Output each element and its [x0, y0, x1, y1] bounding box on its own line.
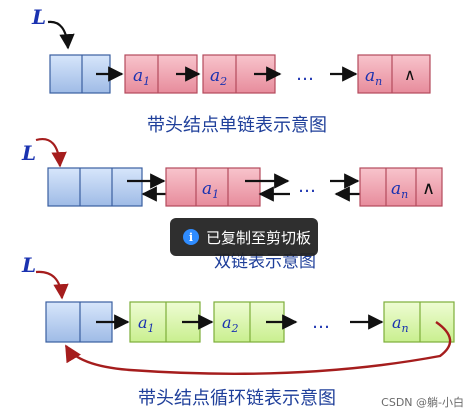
- node-label: a2: [222, 313, 239, 335]
- node-label: an: [391, 179, 408, 201]
- loop-back-arrow: [64, 321, 452, 375]
- node-label: a1: [133, 66, 150, 88]
- node-label: an: [392, 313, 409, 335]
- single-list: L a1 a2 … an ∧: [31, 5, 431, 94]
- node-an: an: [383, 301, 455, 343]
- head-node: [47, 167, 143, 207]
- circular-list: L a1 a2 … an: [21, 253, 455, 375]
- copied-toast: i 已复制至剪切板: [170, 218, 318, 256]
- ellipsis: …: [296, 64, 314, 85]
- node-a2: a2: [202, 54, 276, 94]
- node-label: a1: [138, 313, 155, 335]
- node-a1: a1: [129, 301, 201, 343]
- circular-list-caption: 带头结点循环链表示意图: [138, 388, 336, 409]
- double-list-caption: 双链表示意图: [214, 252, 316, 272]
- ellipsis: …: [312, 312, 330, 333]
- head-pointer-label: L: [21, 141, 36, 165]
- toast-message: 已复制至剪切板: [206, 228, 312, 247]
- node-label: a2: [210, 66, 227, 88]
- node-label: a1: [202, 179, 219, 201]
- node-an: an ∧: [359, 167, 443, 207]
- double-list: L a1 … an ∧: [21, 137, 443, 207]
- head-pointer-label: L: [31, 5, 46, 29]
- watermark: CSDN @躺-小白: [381, 396, 464, 409]
- info-icon: i: [183, 229, 199, 245]
- ellipsis: …: [298, 176, 316, 197]
- null-symbol: ∧: [422, 178, 435, 199]
- head-pointer-arrow: [35, 137, 67, 168]
- head-pointer-arrow: [47, 20, 75, 50]
- head-pointer-arrow: [35, 270, 69, 300]
- null-symbol: ∧: [404, 65, 416, 84]
- node-an: an ∧: [357, 54, 431, 94]
- single-list-caption: 带头结点单链表示意图: [147, 115, 327, 136]
- node-label: an: [365, 66, 382, 88]
- node-a1: a1: [165, 167, 261, 207]
- head-pointer-label: L: [21, 253, 36, 277]
